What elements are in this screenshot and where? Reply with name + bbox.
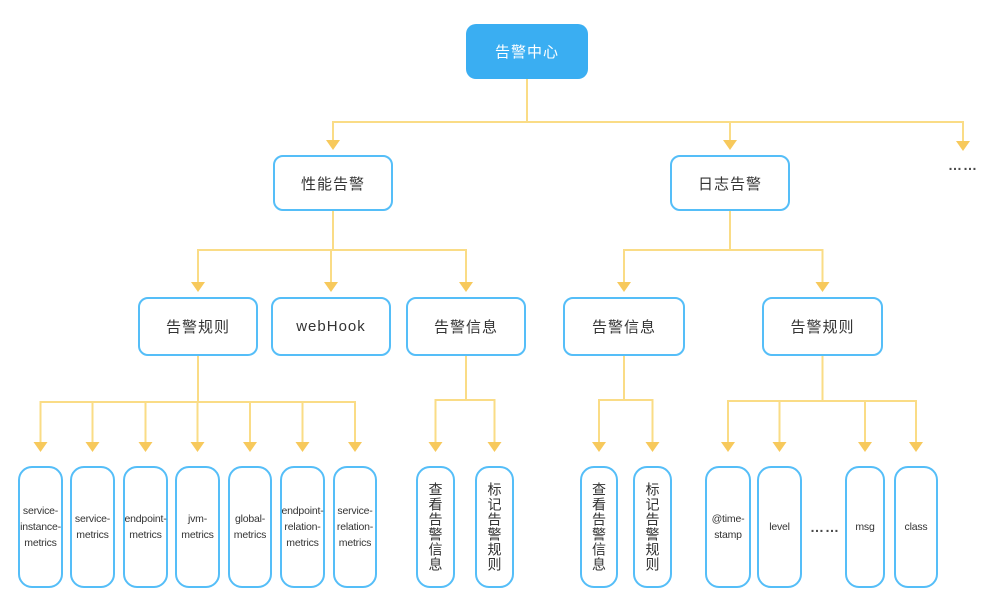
node-label-line: endpoint- [124, 512, 167, 525]
arrowhead-icon [428, 442, 443, 452]
node-mark-alert-rules-left: 标记告警规则 [475, 466, 514, 588]
node-class: class [894, 466, 938, 588]
node-endpoint-relation-metrics: endpoint-relation-metrics [280, 466, 325, 588]
node-label: 告警规则 [165, 319, 230, 336]
node-performance-alert: 性能告警 [273, 155, 393, 211]
node-label: 标记告警规则 [644, 482, 661, 572]
node-label-line: service- [74, 512, 111, 525]
node-label: 标记告警规则 [486, 482, 503, 572]
node-view-alert-info-right: 查看告警信息 [580, 466, 618, 588]
node-label-line: metrics [233, 529, 267, 541]
arrowhead-icon [487, 442, 502, 452]
node-service-instance-metrics: service-instance-metrics [18, 466, 63, 588]
node-label: 日志告警 [697, 175, 762, 193]
node-label: 告警信息 [433, 319, 498, 336]
arrowhead-icon [191, 282, 205, 292]
arrowhead-icon [815, 282, 830, 292]
node-webhook: webHook [271, 297, 391, 356]
node-label-line: metrics [338, 537, 372, 550]
arrowhead-icon [617, 282, 631, 292]
node-label-line: service- [337, 504, 373, 517]
node-label-line: class [904, 520, 928, 533]
node-label-line: metrics [129, 529, 162, 541]
arrowhead-icon [723, 140, 737, 150]
node-label-line: metrics [24, 537, 57, 550]
arrowhead-icon [348, 442, 362, 452]
arrowhead-icon [326, 140, 340, 150]
node-endpoint-metrics: endpoint-metrics [123, 466, 168, 588]
arrowhead-icon [592, 442, 606, 452]
node-label-line: service- [22, 504, 59, 517]
node-alert-rules-right: 告警规则 [762, 297, 883, 356]
node-alert-center: 告警中心 [466, 24, 588, 79]
arrowhead-icon [909, 442, 923, 452]
node-label-line: @time- [711, 512, 745, 525]
node-label: 性能告警 [300, 175, 365, 193]
node-more-ellipsis-bottom: …… [808, 518, 842, 536]
node-label: webHook [296, 318, 366, 335]
arrowhead-icon [324, 282, 338, 292]
node-label: 查看告警信息 [591, 482, 607, 572]
arrowhead-icon [295, 442, 310, 452]
arrowhead-icon [138, 442, 153, 452]
node-label: …… [810, 519, 840, 535]
arrowhead-icon [956, 141, 970, 151]
node-label: 告警中心 [494, 44, 559, 61]
arrowhead-icon [459, 282, 473, 292]
arrowhead-icon [190, 442, 205, 452]
node-label: 告警规则 [790, 319, 855, 336]
node-label-line: metrics [76, 529, 109, 541]
node-view-alert-info-left: 查看告警信息 [416, 466, 455, 588]
node-label-line: relation- [336, 520, 374, 533]
arrowhead-icon [243, 442, 257, 452]
node-label: …… [948, 157, 978, 173]
node-label: 告警信息 [591, 319, 656, 336]
node-alert-rules-left: 告警规则 [138, 297, 258, 356]
node-label-line: instance- [20, 520, 61, 533]
node-msg: msg [845, 466, 885, 588]
node-alert-info-left: 告警信息 [406, 297, 526, 356]
arrowhead-icon [721, 442, 735, 452]
arrowhead-icon [645, 442, 660, 452]
node-label-line: metrics [286, 537, 319, 550]
node-mark-alert-rules-right: 标记告警规则 [633, 466, 672, 588]
node-level: level [757, 466, 802, 588]
node-label: 查看告警信息 [427, 482, 444, 572]
arrowhead-icon [858, 442, 872, 452]
node-label-line: msg [855, 520, 875, 533]
node-service-metrics: service-metrics [70, 466, 115, 588]
node-label-line: jvm- [187, 512, 208, 525]
node-log-alert: 日志告警 [670, 155, 790, 211]
arrowhead-icon [33, 442, 48, 452]
node-label-line: global- [234, 512, 266, 525]
node-label-line: level [769, 520, 790, 533]
arrowhead-icon [85, 442, 100, 452]
node-label-line: endpoint- [281, 504, 324, 517]
node-label-line: stamp [714, 529, 742, 541]
node-label-line: relation- [284, 520, 321, 533]
node-service-relation-metrics: service-relation-metrics [333, 466, 377, 588]
arrowhead-icon [772, 442, 787, 452]
node-global-metrics: global-metrics [228, 466, 272, 588]
node-alert-info-right: 告警信息 [563, 297, 685, 356]
node-jvm-metrics: jvm-metrics [175, 466, 220, 588]
node-more-ellipsis-top: …… [940, 156, 986, 174]
node-label-line: metrics [181, 529, 214, 541]
node-timestamp: @time-stamp [705, 466, 751, 588]
